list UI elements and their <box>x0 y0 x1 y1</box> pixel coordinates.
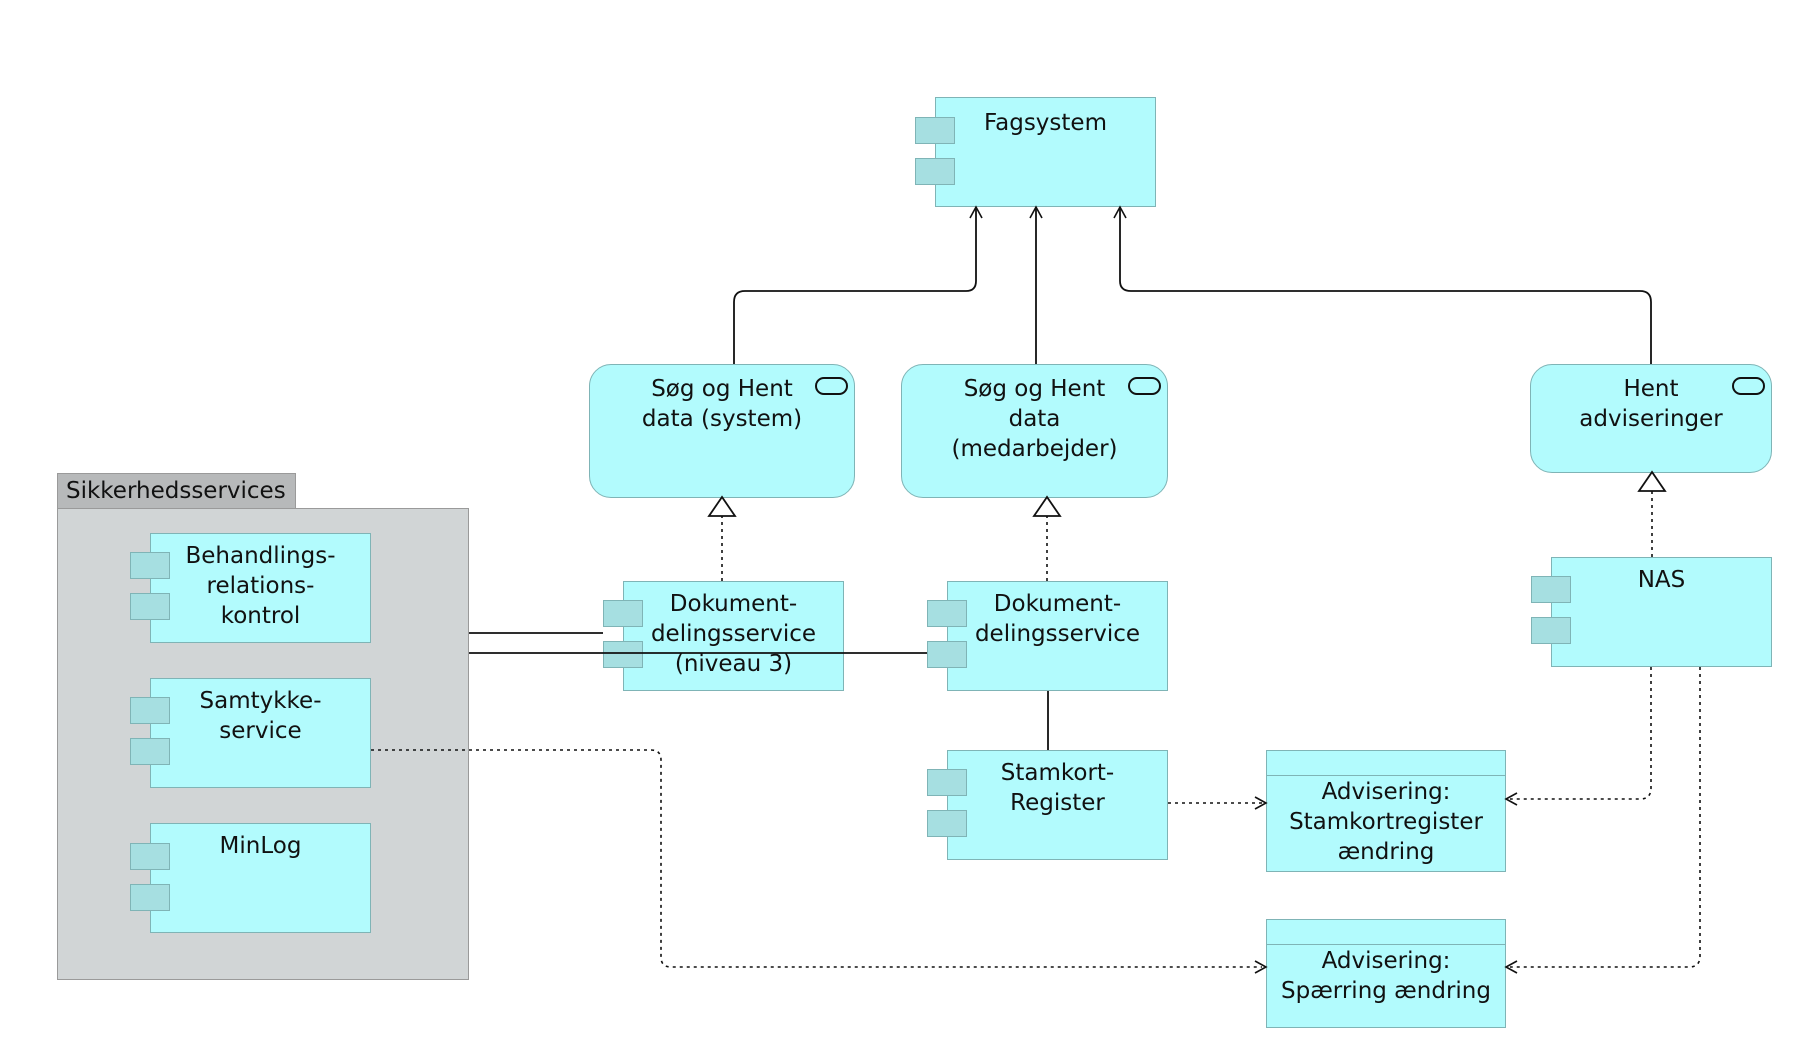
realization-arrowhead <box>1032 495 1062 517</box>
component-label: NAS <box>1637 567 1686 593</box>
group-label-sikkerhedsservices: Sikkerhedsservices <box>57 473 296 510</box>
component-stamkort-register: Stamkort- Register <box>947 750 1168 860</box>
data-object-header <box>1267 751 1505 776</box>
data-object-label: Advisering: Stamkortregister ændring <box>1289 779 1483 865</box>
access-arrowhead <box>1254 960 1268 974</box>
component-icon-tab <box>130 884 170 911</box>
component-label: Samtykke- service <box>199 688 322 744</box>
component-label: MinLog <box>219 833 302 859</box>
service-soeg-system: Søg og Hent data (system) <box>589 364 855 498</box>
service-label: Hent adviseringer <box>1579 376 1723 432</box>
component-samtykkeservice: Samtykke- service <box>150 678 371 788</box>
component-icon-tab <box>603 600 643 627</box>
component-icon-tab <box>1531 576 1571 603</box>
component-dokumentdelingsservice-niveau3: Dokument- delingsservice (niveau 3) <box>623 581 844 691</box>
component-icon-tab <box>130 738 170 765</box>
component-dokumentdelingsservice: Dokument- delingsservice <box>947 581 1168 691</box>
access-arrowhead <box>1254 796 1268 810</box>
component-fagsystem: Fagsystem <box>935 97 1156 207</box>
component-minlog: MinLog <box>150 823 371 933</box>
data-object-advisering-stamkort: Advisering: Stamkortregister ændring <box>1266 750 1506 872</box>
access-line-nas-advisering-spaerring <box>1510 667 1701 968</box>
component-icon-tab <box>915 117 955 144</box>
component-icon-tab <box>927 810 967 837</box>
component-icon-tab <box>927 641 967 668</box>
component-icon-tab <box>130 843 170 870</box>
component-icon-tab <box>130 552 170 579</box>
component-nas: NAS <box>1551 557 1772 667</box>
access-line-nas-advisering-stamkort <box>1510 667 1652 800</box>
component-icon-tab <box>927 600 967 627</box>
access-arrowhead <box>1504 960 1518 974</box>
realization-arrowhead <box>707 495 737 517</box>
access-arrowhead <box>1504 792 1518 806</box>
component-icon-tab <box>130 593 170 620</box>
component-label: Behandlings- relations- kontrol <box>185 543 336 629</box>
component-icon-tab <box>927 769 967 796</box>
component-icon-tab <box>130 697 170 724</box>
service-hent-adviseringer: Hent adviseringer <box>1530 364 1772 473</box>
component-label: Dokument- delingsservice (niveau 3) <box>650 591 817 677</box>
serving-line-soeg-system <box>733 205 983 364</box>
service-icon <box>1732 377 1765 395</box>
component-icon-tab <box>603 641 643 668</box>
component-icon-tab <box>915 158 955 185</box>
component-behandlingsrelationskontrol: Behandlings- relations- kontrol <box>150 533 371 643</box>
component-label: Stamkort- Register <box>1000 760 1115 816</box>
component-icon-tab <box>1531 617 1571 644</box>
data-object-label: Advisering: Spærring ændring <box>1281 948 1491 1004</box>
service-soeg-medarbejder: Søg og Hent data (medarbejder) <box>901 364 1168 498</box>
data-object-header <box>1267 920 1505 945</box>
service-icon <box>815 377 848 395</box>
realization-arrowhead <box>1637 470 1667 492</box>
service-icon <box>1128 377 1161 395</box>
component-label: Dokument- delingsservice <box>974 591 1141 647</box>
service-label: Søg og Hent data (system) <box>641 376 803 432</box>
data-object-advisering-spaerring: Advisering: Spærring ændring <box>1266 919 1506 1028</box>
service-label: Søg og Hent data (medarbejder) <box>951 376 1118 462</box>
component-label: Fagsystem <box>984 110 1107 136</box>
access-line-samtykke-spaerring <box>371 749 1262 968</box>
serving-line-hent-adviseringer <box>1113 205 1652 364</box>
